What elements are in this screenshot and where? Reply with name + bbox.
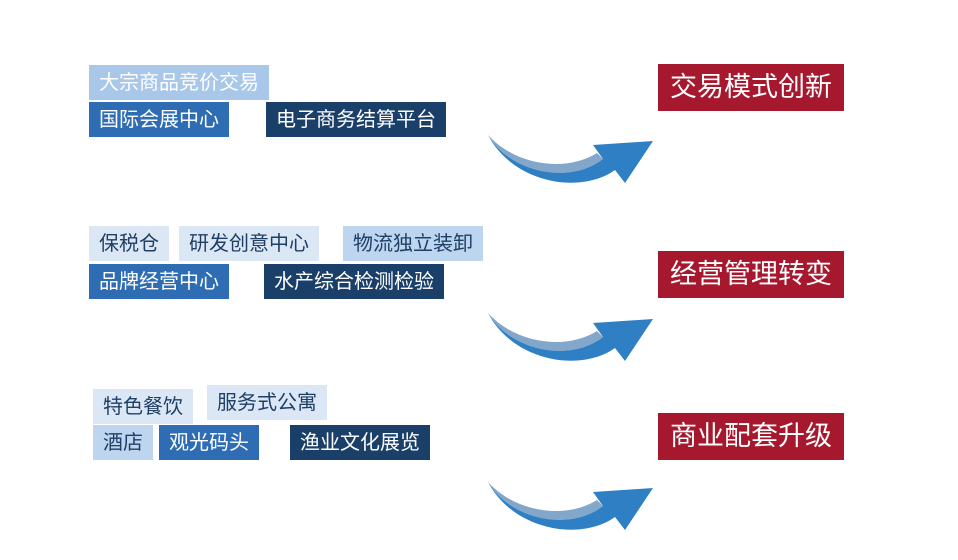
tag-bulk-commodity-bidding: 大宗商品竞价交易 [89, 65, 269, 100]
tag-bonded-warehouse: 保税仓 [89, 226, 169, 261]
tag-brand-operation-center: 品牌经营中心 [89, 264, 229, 299]
tag-logistics-loading: 物流独立装卸 [343, 226, 483, 261]
tag-sightseeing-pier: 观光码头 [159, 425, 259, 460]
outcome-commercial-support-upgrade: 商业配套升级 [658, 413, 844, 460]
tag-fishery-culture-exhibition: 渔业文化展览 [290, 425, 430, 460]
outcome-management-transformation: 经营管理转变 [658, 251, 844, 298]
tag-rd-creative-center: 研发创意中心 [179, 226, 319, 261]
tag-serviced-apartment: 服务式公寓 [207, 385, 327, 420]
outcome-trading-mode-innovation: 交易模式创新 [658, 64, 844, 111]
tag-ecommerce-settlement-platform: 电子商务结算平台 [266, 102, 446, 137]
curved-up-arrow-icon [488, 313, 653, 361]
tag-hotel: 酒店 [93, 425, 153, 460]
curved-up-arrow-icon [488, 135, 653, 183]
tag-international-expo-center: 国际会展中心 [89, 102, 229, 137]
tag-aquatic-inspection: 水产综合检测检验 [264, 264, 444, 299]
tag-specialty-dining: 特色餐饮 [93, 389, 193, 424]
curved-up-arrow-icon [488, 482, 653, 530]
